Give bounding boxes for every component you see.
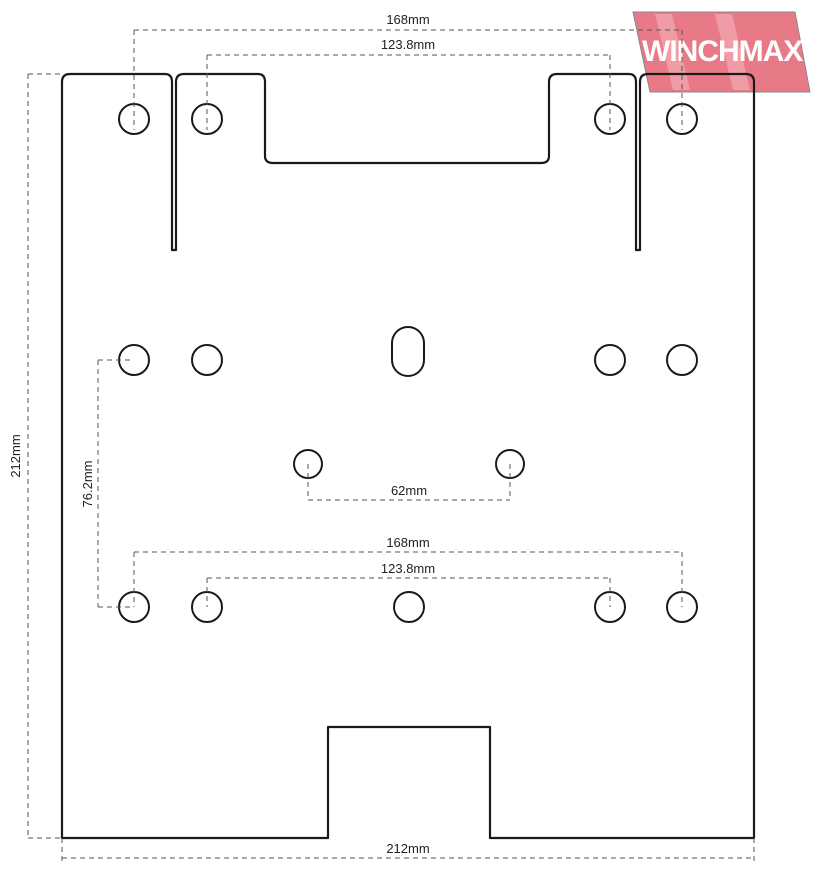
dim-vertical-spacing: 76.2mm [80,461,95,508]
dim-overall-width: 212mm [386,841,429,856]
winchmax-logo: WINCHMAX [632,11,811,93]
dim-bottom-inner: 123.8mm [381,561,435,576]
dimension-lines [27,29,755,862]
dim-center-holes: 62mm [391,483,427,498]
dim-bottom-outer: 168mm [386,535,429,550]
dim-top-outer: 168mm [386,12,429,27]
mounting-holes [118,103,698,623]
dim-overall-height: 212mm [8,434,23,477]
plate-outline [60,72,756,840]
dim-top-inner: 123.8mm [381,37,435,52]
logo-text: WINCHMAX [642,35,803,68]
